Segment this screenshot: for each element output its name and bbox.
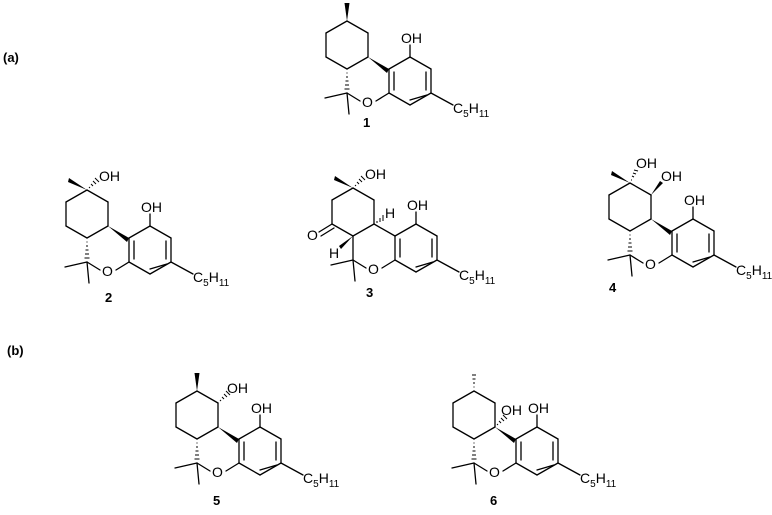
- c-atom: C: [303, 470, 313, 486]
- o-atom: O: [102, 263, 113, 279]
- h-atom: H: [209, 269, 219, 285]
- sub-11: 11: [219, 278, 230, 289]
- sub-5: 5: [746, 271, 752, 282]
- sub-11: 11: [762, 271, 772, 282]
- compound-1-label: 1: [363, 115, 371, 130]
- h-atom: H: [475, 267, 485, 283]
- compound-6-label: 6: [490, 493, 498, 508]
- c-atom: C: [580, 470, 590, 486]
- h-6a: H: [329, 245, 339, 261]
- c-atom: C: [193, 269, 203, 285]
- o-atom: O: [368, 261, 379, 277]
- sub-5: 5: [463, 109, 469, 120]
- oh-group-9: OH: [99, 168, 120, 184]
- o-atom: O: [489, 464, 500, 480]
- oh-group-10: OH: [661, 168, 682, 184]
- sub-5: 5: [469, 276, 475, 287]
- c-atom: C: [453, 100, 463, 116]
- oh-group-1: OH: [528, 400, 549, 416]
- compound-4-label: 4: [609, 280, 617, 295]
- oh-group-1: OH: [407, 197, 428, 213]
- oh-group-1: OH: [141, 199, 162, 215]
- compound-2-label: 2: [105, 290, 113, 305]
- compound-3-label: 3: [366, 285, 374, 300]
- svg-text:C5H11: C5H11: [193, 269, 230, 289]
- h-atom: H: [752, 262, 762, 278]
- oh-group-9: OH: [365, 166, 386, 182]
- compound-5-label: 5: [213, 493, 221, 508]
- h-atom: H: [469, 100, 479, 116]
- ketone-o: O: [307, 227, 318, 243]
- svg-text:C5H11: C5H11: [453, 100, 490, 120]
- h-atom: H: [596, 470, 606, 486]
- oh-group: OH: [401, 30, 422, 46]
- sub-5: 5: [590, 479, 596, 490]
- svg-text:C5H11: C5H11: [459, 267, 496, 287]
- sub-11: 11: [479, 109, 490, 120]
- oh-group-9: OH: [636, 155, 657, 171]
- oh-group-1: OH: [684, 192, 705, 208]
- sub-11: 11: [329, 479, 340, 490]
- o-atom: O: [212, 464, 223, 480]
- o-atom: O: [362, 94, 373, 110]
- sub-5: 5: [203, 278, 209, 289]
- oh-group-10a: OH: [501, 402, 522, 418]
- c-atom: C: [459, 267, 469, 283]
- h-10a: H: [385, 205, 395, 221]
- h-atom: H: [319, 470, 329, 486]
- svg-text:C5H11: C5H11: [303, 470, 340, 490]
- sub-11: 11: [485, 276, 496, 287]
- panel-b-label: (b): [7, 343, 24, 358]
- panel-a-label: (a): [3, 50, 19, 65]
- svg-text:C5H11: C5H11: [736, 262, 772, 282]
- c-atom: C: [736, 262, 746, 278]
- oh-group-10: OH: [227, 380, 248, 396]
- svg-text:C5H11: C5H11: [580, 470, 617, 490]
- oh-group-1: OH: [251, 400, 272, 416]
- o-atom: O: [645, 256, 656, 272]
- sub-11: 11: [606, 479, 617, 490]
- sub-5: 5: [313, 479, 319, 490]
